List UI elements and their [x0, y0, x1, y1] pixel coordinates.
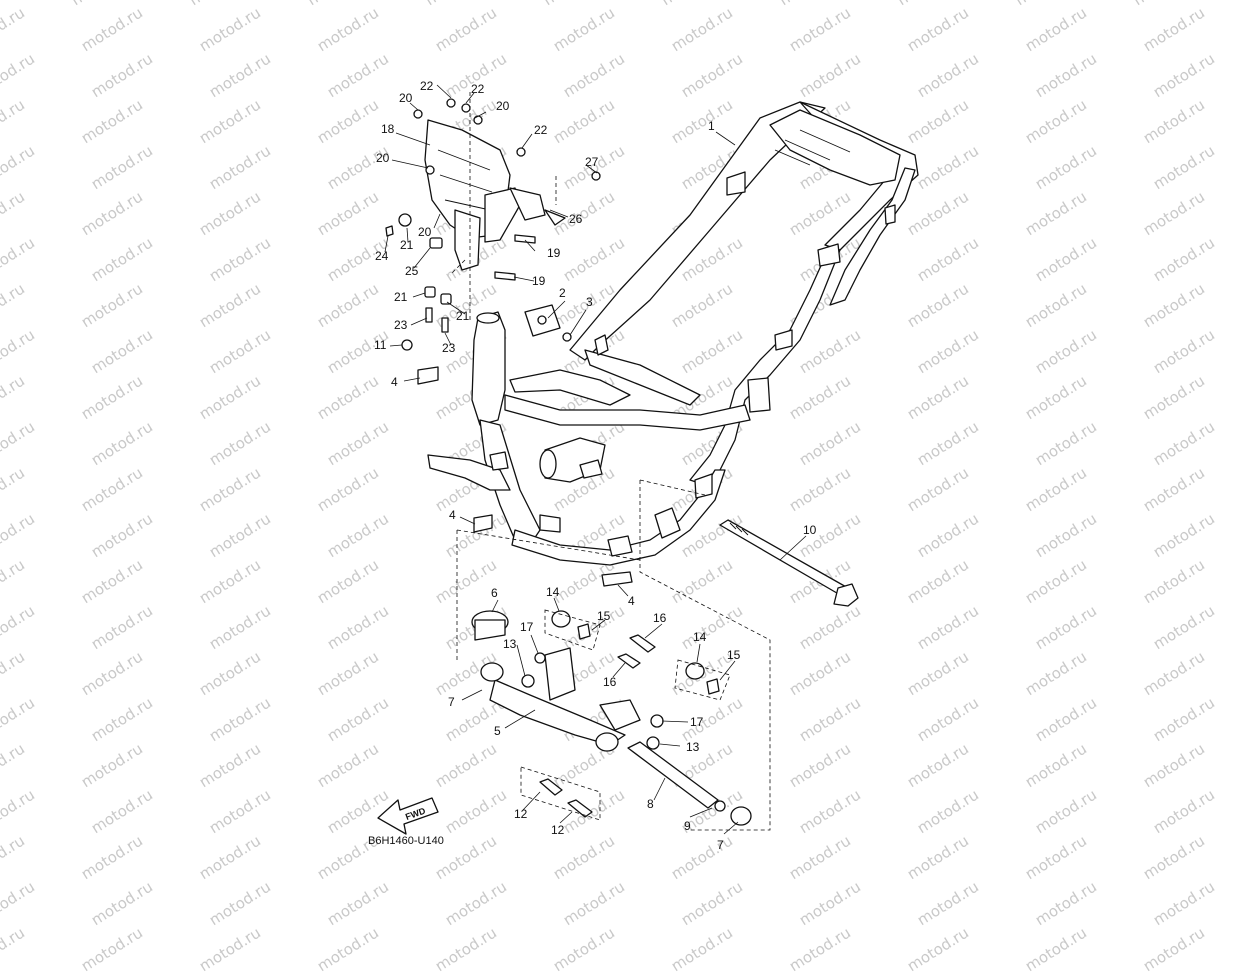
callout-c21b: 21 [394, 290, 408, 304]
callout-c4c: 4 [628, 594, 635, 608]
callout-c21c: 21 [456, 309, 470, 323]
callout-c20d: 20 [418, 225, 432, 239]
callout-c17b: 17 [690, 715, 704, 729]
plate-hole [537, 315, 547, 325]
callout-c4a: 4 [391, 375, 398, 389]
callout-c7b: 7 [717, 838, 724, 852]
callout-c13b: 13 [686, 740, 700, 754]
exploded-view-drawing: FWD B6H1460-U140 12344456778910111212131… [368, 79, 919, 852]
callout-c12b: 12 [551, 823, 565, 837]
callout-c9: 9 [684, 819, 691, 833]
hardware-front [385, 98, 601, 351]
label-plate [417, 366, 439, 385]
callout-c25: 25 [405, 264, 419, 278]
callout-c15b: 15 [727, 648, 741, 662]
callout-c19b: 19 [532, 274, 546, 288]
bushings-spacers [551, 610, 752, 826]
engine-hanger-link [471, 610, 641, 752]
callout-c21a: 21 [400, 238, 414, 252]
callout-c16a: 16 [653, 611, 667, 625]
callout-c16b: 16 [603, 675, 617, 689]
callout-c12a: 12 [514, 807, 528, 821]
callout-c27: 27 [585, 155, 599, 169]
drawing-code: B6H1460-U140 [368, 835, 444, 847]
front-bracket-assembly [424, 119, 546, 271]
callout-c22b: 22 [471, 82, 485, 96]
callout-c20b: 20 [496, 99, 510, 113]
callout-c14b: 14 [693, 630, 707, 644]
callout-c6: 6 [491, 586, 498, 600]
callout-c15a: 15 [597, 609, 611, 623]
callout-c23a: 23 [394, 318, 408, 332]
mount-bolts [539, 634, 656, 818]
callout-c14a: 14 [546, 585, 560, 599]
label-plate [473, 514, 493, 533]
callout-c26: 26 [569, 212, 583, 226]
callout-c24: 24 [375, 249, 389, 263]
callout-c5: 5 [494, 724, 501, 738]
callout-c13a: 13 [503, 637, 517, 651]
callout-c8: 8 [647, 797, 654, 811]
callout-c11: 11 [374, 338, 387, 352]
callout-c17a: 17 [520, 620, 534, 634]
main-frame [427, 101, 919, 566]
fwd-arrow-icon: FWD [377, 797, 439, 835]
callout-c1: 1 [708, 119, 715, 133]
callout-c22a: 22 [420, 79, 434, 93]
callout-c20a: 20 [399, 91, 413, 105]
callout-c23b: 23 [442, 341, 456, 355]
callout-c2: 2 [559, 286, 566, 300]
callout-c18: 18 [381, 122, 395, 136]
callout-c4b: 4 [449, 508, 456, 522]
pivot-shaft [627, 741, 719, 809]
callout-c10: 10 [803, 523, 817, 537]
nuts-washers [521, 652, 664, 750]
callout-c20c: 20 [376, 151, 390, 165]
group-bracket-lines [449, 92, 771, 831]
callout-c7a: 7 [448, 695, 455, 709]
callout-c3: 3 [586, 295, 593, 309]
leader-lines [384, 84, 807, 835]
callout-numbers: 1234445677891011121213131414151516161717… [374, 79, 817, 852]
callout-c19a: 19 [547, 246, 561, 260]
label-plate [601, 571, 633, 587]
long-through-bolt [719, 519, 859, 607]
callout-c22c: 22 [534, 123, 548, 137]
